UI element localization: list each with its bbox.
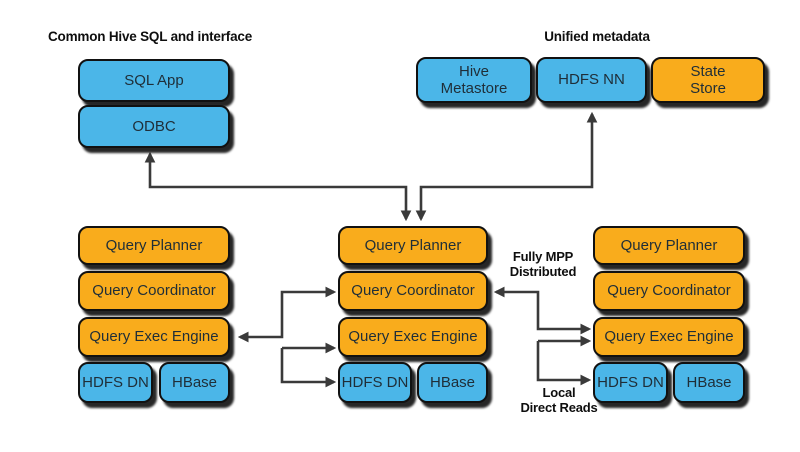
state-store-label: State Store: [690, 62, 726, 97]
sql-app-box: SQL App: [78, 59, 230, 102]
query-coordinator-label: Query Coordinator: [607, 282, 731, 300]
query-coordinator-box: Query Coordinator: [593, 271, 745, 311]
query-exec-engine-box: Query Exec Engine: [593, 317, 745, 357]
query-exec-engine-label: Query Exec Engine: [89, 328, 219, 346]
hdfs-dn-box: HDFS DN: [78, 362, 153, 403]
connector-left-exec-mid-coordinator: [237, 286, 337, 343]
hbase-label: HBase: [171, 373, 218, 391]
hbase-label: HBase: [429, 373, 476, 391]
hbase-box: HBase: [159, 362, 230, 403]
client-group-heading: Common Hive SQL and interface: [48, 29, 252, 44]
hdfs-dn-label: HDFS DN: [597, 373, 664, 391]
local-reads-line2: Direct Reads: [520, 400, 598, 415]
query-coordinator-box: Query Coordinator: [78, 271, 230, 311]
query-coordinator-box: Query Coordinator: [338, 271, 488, 311]
hive-metastore-box: Hive Metastore: [416, 57, 532, 103]
metadata-group-heading: Unified metadata: [544, 29, 650, 44]
hbase-box: HBase: [673, 362, 745, 403]
connector-planner-metadata: [415, 111, 598, 222]
query-planner-label: Query Planner: [620, 236, 718, 254]
connector-arrow-right-hdfs-dn: [536, 341, 592, 386]
hdfs-nn-box: HDFS NN: [536, 57, 647, 103]
query-coordinator-label: Query Coordinator: [92, 282, 216, 300]
query-exec-engine-box: Query Exec Engine: [78, 317, 230, 357]
sql-app-label: SQL App: [124, 71, 184, 89]
hdfs-dn-box: HDFS DN: [593, 362, 668, 403]
hdfs-nn-label: HDFS NN: [558, 71, 625, 89]
query-planner-box: Query Planner: [338, 226, 488, 265]
fully-mpp-line1: Fully MPP: [512, 249, 574, 264]
local-reads-line1: Local: [542, 385, 576, 400]
state-store-box: State Store: [651, 57, 765, 103]
fully-mpp-line2: Distributed: [509, 264, 577, 279]
fully-mpp-distributed-label: Fully MPP Distributed: [497, 249, 589, 279]
odbc-label: ODBC: [132, 117, 176, 135]
hdfs-dn-box: HDFS DN: [338, 362, 412, 403]
query-planner-label: Query Planner: [105, 236, 203, 254]
hdfs-dn-label: HDFS DN: [341, 373, 409, 391]
local-direct-reads-label: Local Direct Reads: [500, 385, 618, 415]
query-coordinator-label: Query Coordinator: [351, 282, 475, 300]
query-exec-engine-label: Query Exec Engine: [604, 328, 734, 346]
hdfs-dn-label: HDFS DN: [82, 373, 149, 391]
connector-arrow-mid-hdfs-dn: [280, 348, 337, 388]
hbase-label: HBase: [686, 373, 732, 391]
query-exec-engine-box: Query Exec Engine: [338, 317, 488, 357]
connector-odbc-planner: [144, 151, 412, 222]
query-planner-label: Query Planner: [364, 236, 462, 254]
query-planner-box: Query Planner: [78, 226, 230, 265]
query-exec-engine-label: Query Exec Engine: [348, 328, 478, 346]
query-planner-box: Query Planner: [593, 226, 745, 265]
odbc-box: ODBC: [78, 105, 230, 148]
hbase-box: HBase: [417, 362, 488, 403]
hive-metastore-label: Hive Metastore: [440, 62, 508, 97]
connector-mid-coordinator-right-exec: [493, 286, 592, 335]
